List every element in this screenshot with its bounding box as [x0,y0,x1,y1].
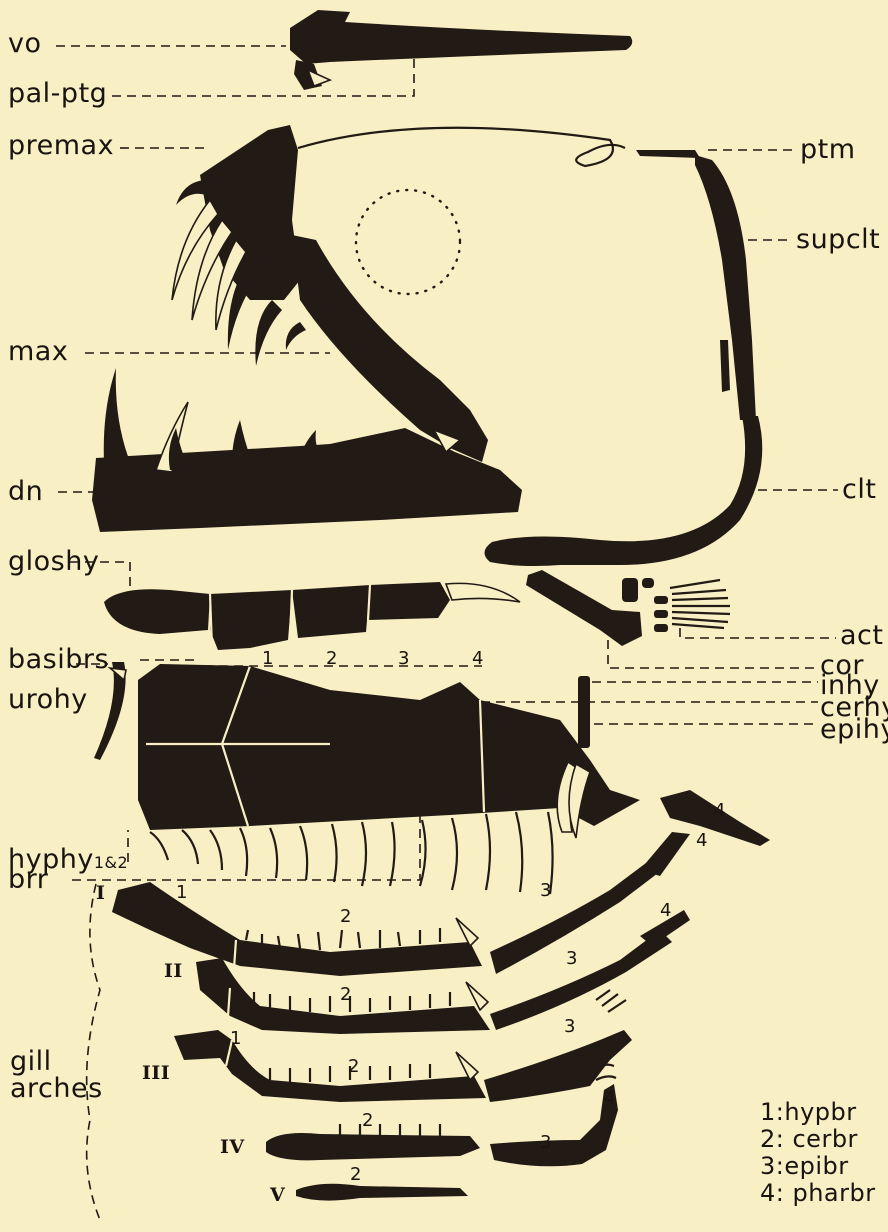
arch3-part-4: 4 [604,1090,616,1108]
label-max: max [8,338,68,365]
arch2-part-2: 2 [340,986,352,1004]
arch1-part-2: 2 [340,908,352,926]
gill-arch-5 [296,1184,468,1201]
label-epihy: epihy [820,716,888,743]
palatopterygoid-bone [294,60,330,90]
arch4-part-3: 3 [540,1134,552,1152]
arch-numeral-2: II [164,962,183,981]
label-vo: vo [8,30,42,57]
label-dn: dn [8,478,43,505]
arch4-part-2: 2 [362,1112,374,1130]
basibr-number-2: 2 [326,650,338,668]
arch1-part-3: 3 [540,882,552,900]
label-basibrs: basibrs [8,646,109,673]
maxilla-bone [292,235,488,462]
orbit-outline [356,190,460,294]
arch-numeral-4: IV [220,1138,245,1157]
arch-numeral-1: I [96,884,105,903]
legend-item-4: 4: pharbr [760,1181,882,1205]
arch1-part-4: 4 [696,832,708,850]
gill-arch-3 [174,1030,632,1102]
basibr-number-1: 1 [262,650,274,668]
basibr-number-4: 4 [472,650,484,668]
legend-item-1: 1:hypbr [760,1100,882,1124]
urohyal-bone [94,662,126,760]
posttemporal-bone [636,150,700,158]
supracleithrum-bone [695,155,756,420]
skull-outline [298,128,625,166]
legend-item-3: 3:epibr [760,1154,882,1178]
gill-arch-1 [112,832,690,976]
upper-pharbr-number: 4 [714,802,726,820]
arch-numeral-3: III [142,1064,170,1083]
cleithrum-bone [484,416,762,566]
arch5-part-2: 2 [350,1166,362,1184]
arch3-part-1: 1 [230,1030,242,1048]
label-urohy: urohy [8,686,88,713]
gill-arch-2 [196,910,690,1034]
label-gill-arches: gill arches [10,1048,110,1102]
label-gloshy: gloshy [8,548,99,575]
arch2-part-4: 4 [660,902,672,920]
label-hyphy-sub: 1&2 [94,853,128,872]
hyoid-bar [138,664,640,838]
basibr-number-3: 3 [398,650,410,668]
arch3-part-2: 2 [348,1058,360,1076]
legend: 1:hypbr 2: cerbr 3:epibr 4: pharbr [760,1100,882,1205]
label-premax: premax [8,132,114,159]
vomer-bone [290,10,632,64]
arch-numeral-5: V [270,1186,285,1205]
glossohyal-basibranchials [104,582,520,650]
legend-item-2: 2: cerbr [760,1127,882,1151]
label-supclt: supclt [796,226,880,253]
label-ptm: ptm [800,136,856,163]
label-clt: clt [842,476,876,503]
label-pal-ptg: pal-ptg [8,80,107,107]
arch1-part-1: 1 [176,884,188,902]
arch3-part-3: 3 [564,1018,576,1036]
label-act: act [840,622,883,649]
arch2-part-3: 3 [566,950,578,968]
label-brr: brr [8,866,48,893]
